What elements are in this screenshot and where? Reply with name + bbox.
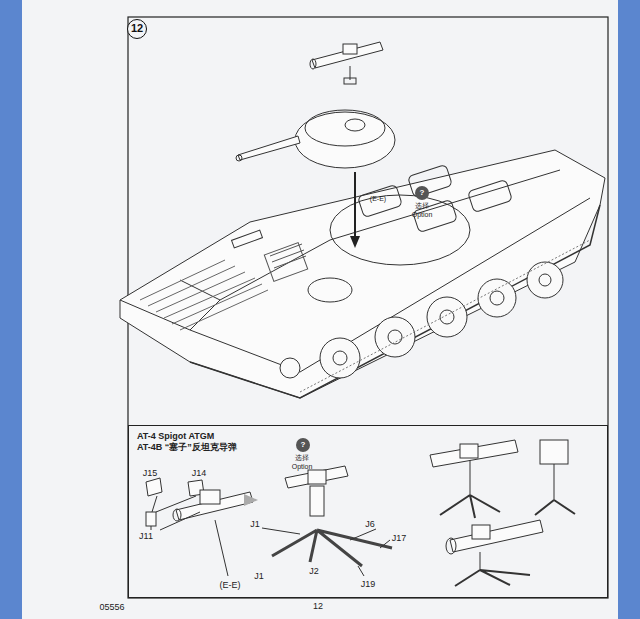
turret-drawing: [236, 110, 395, 168]
part-number: J19: [361, 580, 376, 589]
part-number: J1: [254, 572, 264, 581]
part-number: J15: [143, 469, 158, 478]
label: 选择: [295, 454, 309, 461]
label: Option: [292, 463, 313, 470]
step-number: 12: [127, 19, 147, 39]
icon-text: ?: [301, 440, 306, 450]
label: 选择: [415, 202, 429, 209]
part-number: J17: [392, 534, 407, 543]
atgm-parts-drawing: [146, 440, 575, 586]
icon-text: ?: [420, 188, 425, 198]
part-number: J2: [309, 567, 319, 576]
part-number: J11: [139, 532, 153, 541]
part-number: J1: [250, 520, 260, 529]
label: Option: [412, 211, 433, 218]
label: (E-E): [370, 195, 386, 202]
assembly-arrow: [350, 172, 360, 248]
label: 12: [313, 602, 323, 611]
launcher-drawing: [310, 42, 383, 84]
label: 05556: [99, 603, 124, 612]
hull-drawing: [120, 150, 605, 398]
part-number: J6: [365, 520, 375, 529]
label: (E-E): [220, 581, 241, 590]
option-icon: ?: [296, 438, 310, 452]
part-number: J14: [192, 469, 207, 478]
panel-heading: AT-4 Spigot ATGM: [137, 431, 599, 442]
icon-text: 12: [131, 22, 143, 36]
option-panel: AT-4 Spigot ATGMAT-4B “塞子”反坦克导弹?: [128, 425, 608, 598]
option-icon: ?: [415, 186, 429, 200]
panel-subheading: AT-4B “塞子”反坦克导弹: [137, 442, 599, 453]
